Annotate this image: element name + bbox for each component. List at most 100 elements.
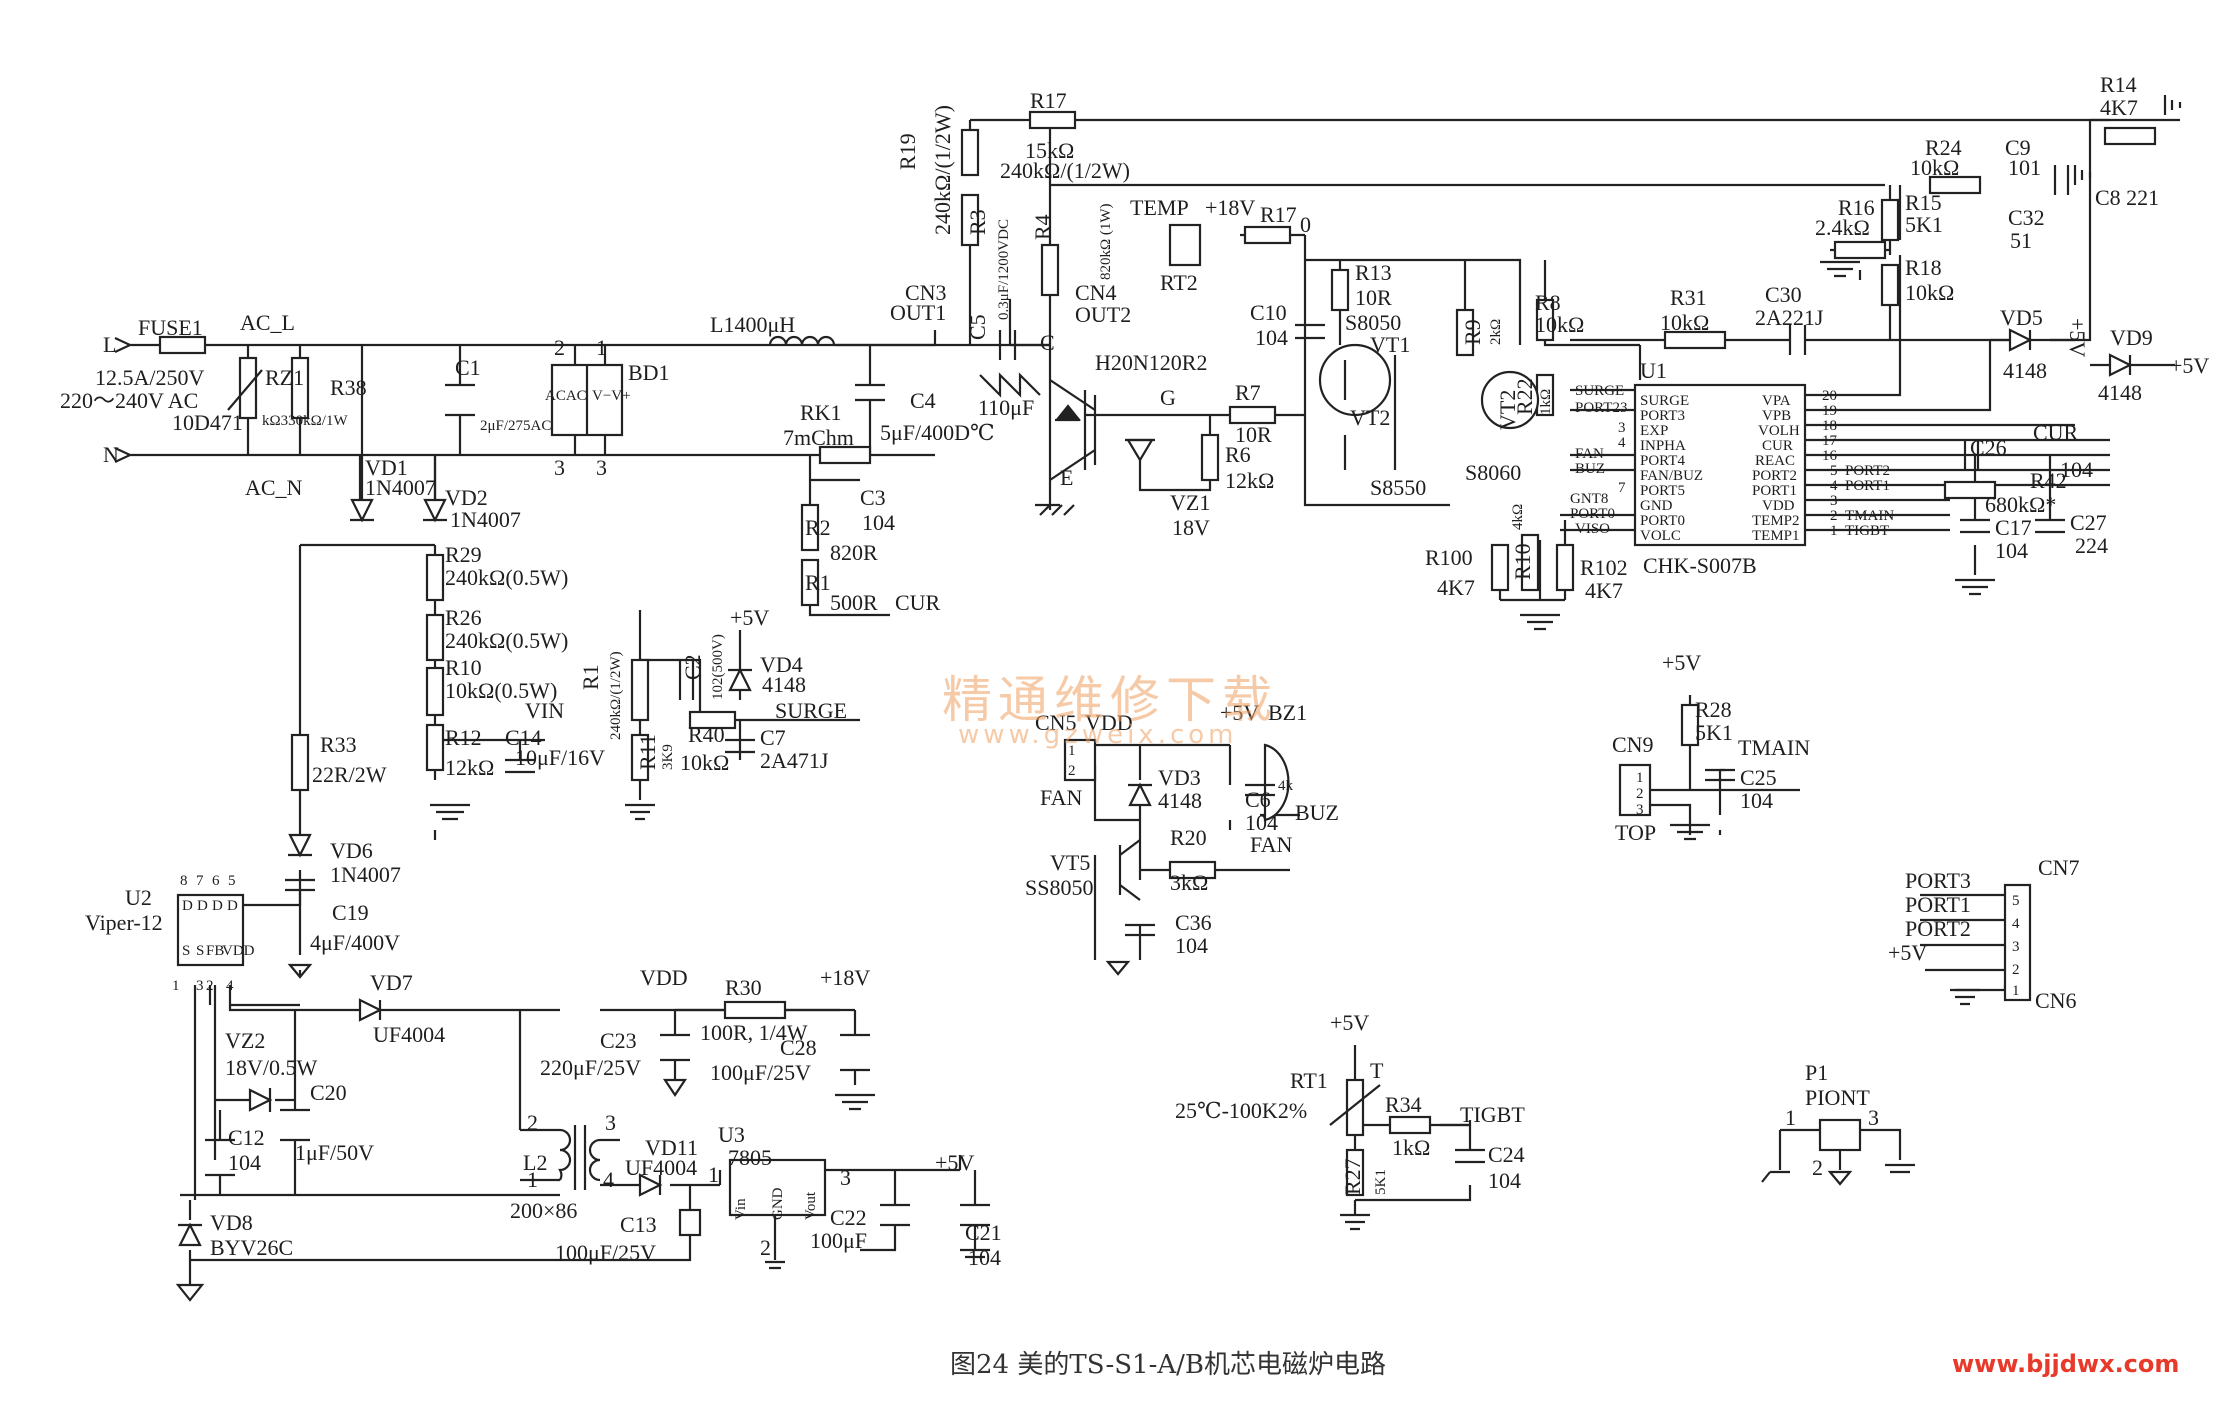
u1-pin-number: 20	[1822, 388, 1837, 404]
label-R31: R31	[1670, 285, 1707, 310]
label-r2-val: 820R	[830, 540, 878, 565]
label-c17-val: 104	[1995, 538, 2028, 563]
label-bd-3b: 3	[596, 455, 607, 480]
label-u3-vout: Vout	[803, 1191, 819, 1220]
label-C6: C6	[1245, 787, 1271, 812]
label-r19-val: 240kΩ/(1/2W)	[930, 105, 955, 235]
label-c3-val: 104	[862, 510, 895, 535]
label-r16-val: 2.4kΩ	[1815, 215, 1870, 240]
label-CN5: CN5	[1035, 710, 1077, 735]
label-C28: C28	[780, 1035, 817, 1060]
label-C22: C22	[830, 1205, 867, 1230]
label-C5: C5	[965, 314, 990, 340]
label-c1-val: 2μF/275AC	[480, 418, 551, 434]
label-vt5-val: SS8050	[1025, 875, 1093, 900]
u2-pin: 2	[206, 978, 214, 994]
label-S8060: S8060	[1465, 460, 1521, 485]
label-C21: C21	[965, 1220, 1002, 1245]
label-C23: C23	[600, 1028, 637, 1053]
label-cn9-pin: 1	[1636, 770, 1644, 786]
label-R22: R22	[1512, 378, 1537, 415]
label-c7-val: 2A471J	[760, 748, 829, 773]
label-r1a-val: 500R	[830, 590, 878, 615]
label-C20: C20	[310, 1080, 347, 1105]
label-S8550: S8550	[1370, 475, 1426, 500]
label-r31-val: 10kΩ	[1660, 310, 1709, 335]
label-TOP: TOP	[1615, 820, 1656, 845]
label-VD8: VD8	[210, 1210, 253, 1235]
label-FAN-a: FAN	[1040, 785, 1082, 810]
label-L: L	[103, 332, 116, 357]
label-p5v-f: +5V	[1330, 1010, 1369, 1035]
label-r3-val: 240kΩ/(1/2W)	[1000, 158, 1130, 183]
label-C10: C10	[1250, 300, 1287, 325]
u1-net: BUZ	[1575, 461, 1605, 477]
label-vd5-val: 4148	[2003, 358, 2047, 383]
watermark-url: www.gzweix.com	[958, 720, 1238, 750]
u1-pin-left: INPHA	[1640, 438, 1686, 454]
label-c5-val: 0.3μF/1200VDC	[996, 219, 1012, 320]
label-C14: C14	[505, 725, 542, 750]
label-VT1: VT1	[1370, 332, 1410, 357]
label-c30-val: 2A221J	[1755, 305, 1824, 330]
ground-icon	[175, 95, 2182, 1302]
label-R3: R3	[965, 209, 990, 235]
label-r20-val: 3kΩ	[1170, 870, 1208, 895]
label-p18a: +18V	[1205, 195, 1255, 220]
u2-d: D	[197, 898, 208, 914]
label-u3-p1: 1	[708, 1162, 719, 1187]
label-fuse-val: 12.5A/250V	[95, 365, 205, 390]
u1-net: FAN	[1575, 446, 1604, 462]
label-r10-val: 4kΩ	[1510, 504, 1526, 530]
label-AC-N: AC_N	[245, 475, 303, 500]
watermark-text: 精通维修下载	[942, 671, 1278, 729]
label-vd7-val: UF4004	[373, 1022, 445, 1047]
label-VV: V−V+	[592, 388, 631, 404]
u1-net: SURGE	[1575, 383, 1624, 399]
figure-caption: 图24 美的TS-S1-A/B机芯电磁炉电路	[950, 1350, 1387, 1380]
label-r24-val: 10kΩ	[1910, 155, 1959, 180]
label-p5v-rot: +5V	[2065, 318, 2090, 357]
label-R26: R26	[445, 605, 482, 630]
label-u3-val: 7805	[728, 1145, 772, 1170]
label-r7-val: 10R	[1235, 422, 1272, 447]
label-FUSE1: FUSE1	[138, 315, 203, 340]
label-C25: C25	[1740, 765, 1777, 790]
label-R15: R15	[1905, 190, 1942, 215]
label-r42-val: 680kΩ*	[1985, 492, 2056, 517]
label-N: N	[103, 442, 119, 467]
label-l2-p2: 2	[527, 1110, 538, 1135]
label-VZ2: VZ2	[225, 1028, 265, 1053]
u1-pin-numbers: 3 4 7 20 19 18 17 16 5 4 3 2 1	[1618, 388, 1838, 539]
label-R34: R34	[1385, 1092, 1422, 1117]
label-R28: R28	[1695, 697, 1732, 722]
label-c6-val: 104	[1245, 810, 1278, 835]
label-CUR-b: CUR	[2033, 420, 2079, 445]
label-CN3: CN3	[905, 280, 947, 305]
label-l2-val: 200×86	[510, 1198, 577, 1223]
u2-pin: 6	[212, 873, 220, 889]
label-vd6-val: 1N4007	[330, 862, 401, 887]
u1-pin-number: 18	[1822, 418, 1837, 434]
label-TMAIN: TMAIN	[1738, 735, 1810, 760]
label-C7: C7	[760, 725, 786, 750]
u2-pin: 7	[196, 873, 204, 889]
u1-net: PORT0	[1570, 506, 1615, 522]
label-R4: R4	[1030, 214, 1055, 240]
u1-pin-left: PORT0	[1640, 513, 1685, 529]
label-c14-val: 10μF/16V	[515, 745, 605, 770]
label-R1a: R1	[805, 570, 831, 595]
label-R19: R19	[895, 133, 920, 170]
label-R18: R18	[1905, 255, 1942, 280]
label-R12: R12	[445, 725, 482, 750]
u1-net: PORT1	[1845, 478, 1890, 494]
u1-pin-number: 17	[1822, 433, 1838, 449]
u1-net: VISO	[1575, 521, 1610, 537]
label-r38-val: kΩ330kΩ/1W	[262, 413, 348, 429]
label-CN7: CN7	[2038, 855, 2080, 880]
label-c21-val: 104	[968, 1245, 1001, 1270]
u1-net: PORT23	[1575, 400, 1627, 416]
label-cn7-net: PORT3	[1905, 868, 1971, 893]
u1-pin-left: SURGE	[1640, 393, 1689, 409]
label-R30: R30	[725, 975, 762, 1000]
